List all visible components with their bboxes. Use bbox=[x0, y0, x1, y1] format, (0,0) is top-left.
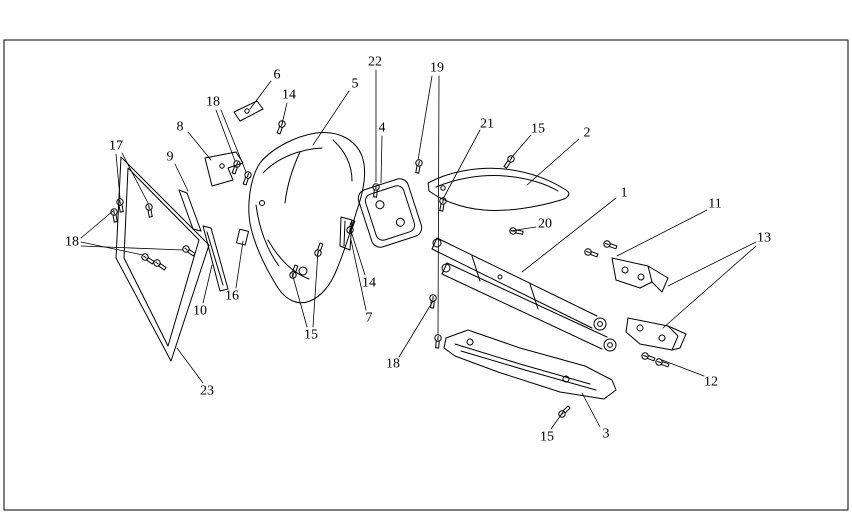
callout-label-5: 5 bbox=[352, 77, 359, 92]
bolt-icon bbox=[502, 154, 516, 170]
leader-line bbox=[235, 240, 244, 289]
callout-label-6: 6 bbox=[274, 68, 281, 83]
callout-label-16: 16 bbox=[225, 289, 239, 304]
callout-label-22: 22 bbox=[368, 55, 382, 70]
callout-label-3: 3 bbox=[603, 427, 610, 442]
callout-label-15: 15 bbox=[304, 328, 318, 343]
part-8-bracket bbox=[204, 151, 244, 187]
bolt-icon bbox=[181, 244, 197, 258]
leader-line bbox=[661, 359, 705, 377]
part-11-bracket bbox=[611, 257, 669, 293]
part-3-rail bbox=[443, 329, 617, 400]
part-7-strip bbox=[339, 216, 353, 251]
bolt-icon bbox=[583, 247, 599, 259]
callout-label-14: 14 bbox=[282, 88, 296, 103]
callout-label-21: 21 bbox=[480, 117, 494, 132]
leader-line bbox=[380, 135, 383, 184]
callout-label-18: 18 bbox=[386, 357, 400, 372]
leader-line bbox=[187, 131, 212, 161]
bolt-icon bbox=[115, 197, 126, 213]
callout-label-19: 19 bbox=[430, 61, 444, 76]
leader-line bbox=[350, 239, 367, 311]
callout-label-11: 11 bbox=[708, 197, 721, 212]
leader-line bbox=[312, 250, 319, 328]
callout-label-10: 10 bbox=[193, 304, 207, 319]
leader-line bbox=[202, 264, 213, 304]
callout-label-9: 9 bbox=[167, 150, 174, 165]
part-17-windshield bbox=[115, 156, 210, 362]
bolt-icon bbox=[152, 258, 168, 272]
leader-line bbox=[667, 241, 757, 287]
leader-line bbox=[442, 129, 481, 200]
bolt-icon bbox=[413, 158, 424, 174]
leader-line bbox=[550, 411, 564, 430]
leader-line bbox=[80, 245, 184, 251]
leader-line bbox=[115, 153, 121, 199]
callout-label-13: 13 bbox=[757, 231, 771, 246]
part-4-plate bbox=[357, 178, 423, 248]
leader-line bbox=[176, 347, 204, 384]
leader-line bbox=[249, 80, 272, 110]
bolt-icon bbox=[230, 159, 242, 175]
bolt-icon bbox=[241, 170, 253, 186]
bolt-icon bbox=[371, 183, 380, 198]
leader-line bbox=[312, 90, 350, 146]
callout-label-15: 15 bbox=[531, 122, 545, 137]
bolt-icon bbox=[640, 351, 656, 363]
leader-line bbox=[349, 227, 366, 276]
part-10-strip bbox=[202, 225, 229, 292]
callout-label-8: 8 bbox=[177, 120, 184, 135]
callout-label-4: 4 bbox=[379, 121, 386, 136]
callout-label-7: 7 bbox=[366, 311, 373, 326]
leader-line bbox=[281, 102, 288, 125]
leader-line bbox=[581, 392, 601, 428]
bolt-icon bbox=[508, 226, 524, 237]
bolt-icon bbox=[144, 202, 155, 218]
leader-line bbox=[291, 272, 308, 328]
leader-line bbox=[521, 197, 617, 273]
leader-line bbox=[437, 75, 440, 335]
bolt-icon bbox=[288, 264, 300, 280]
part-5-front-fairing bbox=[248, 132, 365, 304]
part-2-cover bbox=[427, 167, 570, 211]
leader-line bbox=[398, 300, 434, 358]
leader-line bbox=[215, 109, 236, 162]
callout-label-12: 12 bbox=[704, 375, 718, 390]
bolt-icon bbox=[433, 334, 442, 349]
leader-line bbox=[509, 226, 537, 232]
bolt-icon bbox=[654, 357, 670, 369]
callout-label-15: 15 bbox=[540, 430, 554, 445]
bolt-icon bbox=[140, 252, 156, 266]
leader-line bbox=[80, 241, 144, 256]
part-1-frame bbox=[431, 237, 617, 352]
callout-label-20: 20 bbox=[538, 217, 552, 232]
leader-line bbox=[174, 163, 189, 192]
leader-line bbox=[80, 210, 114, 239]
bolt-icon bbox=[602, 239, 618, 251]
callout-label-23: 23 bbox=[200, 384, 214, 399]
drawing-border bbox=[3, 39, 849, 511]
leader-line bbox=[526, 138, 580, 186]
callout-label-1: 1 bbox=[621, 186, 628, 201]
part-9-strip bbox=[178, 189, 202, 232]
callout-label-18: 18 bbox=[206, 95, 220, 110]
callout-label-17: 17 bbox=[109, 139, 123, 154]
leader-line bbox=[220, 109, 247, 173]
leader-line bbox=[417, 75, 433, 161]
leader-line bbox=[616, 209, 708, 257]
callout-label-2: 2 bbox=[584, 126, 591, 141]
callout-label-14: 14 bbox=[362, 276, 376, 291]
part-16-spacer bbox=[235, 228, 250, 246]
bolt-icon bbox=[275, 119, 287, 135]
bolt-icon bbox=[313, 242, 325, 258]
part-13-bracket bbox=[625, 317, 687, 351]
fasteners bbox=[109, 119, 670, 420]
leader-line bbox=[121, 152, 149, 204]
callout-label-18: 18 bbox=[65, 235, 79, 250]
leader-line bbox=[510, 134, 532, 159]
leader-line bbox=[662, 245, 757, 329]
part-6-bracket bbox=[233, 100, 264, 122]
